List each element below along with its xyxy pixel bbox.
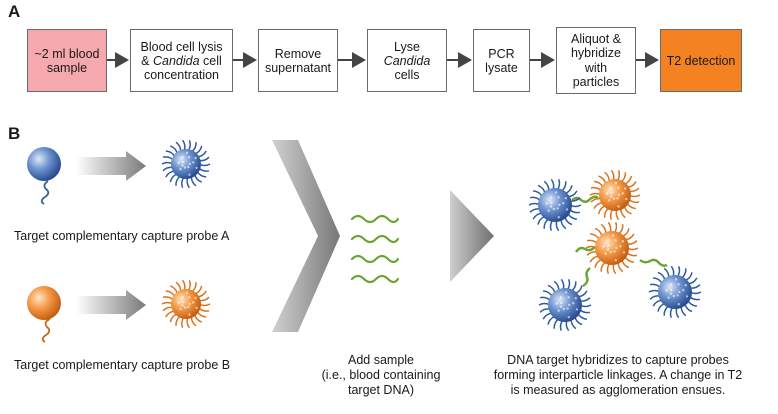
result-caption-line-1: DNA target hybridizes to capture probes bbox=[507, 353, 729, 367]
result-caption-line-3: is measured as agglomeration ensues. bbox=[510, 383, 726, 397]
step-5-line-2: lysate bbox=[485, 60, 518, 75]
step-2-line-2-italic: Candida bbox=[152, 53, 200, 68]
agglomerate-particle-b-2 bbox=[585, 221, 639, 275]
arrow-to-result bbox=[450, 190, 494, 282]
target-dna-strands bbox=[350, 214, 400, 284]
step-6-line-2: hybridize bbox=[570, 46, 622, 60]
step-7-line-1: T2 detection bbox=[666, 53, 736, 68]
agglomerate-particle-a-2 bbox=[538, 278, 592, 332]
step-6-line-4: particles bbox=[572, 75, 620, 89]
step-3-line-1: Remove bbox=[274, 46, 322, 61]
sample-caption-line-1: Add sample bbox=[347, 353, 414, 367]
step-2-line-2a: & bbox=[141, 53, 153, 68]
sample-caption-line-2: (i.e., blood containing bbox=[321, 368, 441, 382]
agglomerate-particle-a-1 bbox=[528, 178, 582, 232]
bead-b bbox=[27, 286, 61, 343]
step-6-line-3: with bbox=[584, 60, 608, 75]
step-6-line-1: Aliquot & bbox=[570, 31, 622, 46]
step-1-line-1: ~2 ml blood bbox=[34, 46, 100, 61]
caption-add-sample: Add sample (i.e., blood containing targe… bbox=[296, 353, 466, 398]
step-4-line-3: cells bbox=[394, 67, 420, 82]
caption-probe-b: Target complementary capture probe B bbox=[14, 358, 231, 372]
step-2-line-1: Blood cell lysis bbox=[140, 39, 223, 54]
step-2-line-3: concentration bbox=[143, 67, 220, 82]
capture-probe-b-particle bbox=[161, 279, 211, 329]
step-4-line-2-italic: Candida bbox=[383, 53, 431, 68]
chevron-brace bbox=[272, 140, 340, 332]
step-3-line-2: supernatant bbox=[264, 60, 332, 75]
step-2-line-2b: cell bbox=[199, 53, 222, 68]
step-1-line-2: sample bbox=[46, 60, 88, 75]
caption-result: DNA target hybridizes to capture probes … bbox=[468, 353, 768, 398]
arrow-probe-b bbox=[76, 290, 146, 320]
step-5-line-1: PCR bbox=[488, 46, 515, 61]
agglomerate-particle-b-1 bbox=[589, 169, 641, 221]
step-t2-detection: T2 detection bbox=[660, 29, 742, 92]
agglomerate-particle-a-3 bbox=[648, 265, 702, 319]
sample-caption-line-3: target DNA) bbox=[348, 383, 414, 397]
bead-a bbox=[27, 147, 61, 205]
panel-a-label: A bbox=[8, 2, 21, 21]
result-caption-line-2: forming interparticle linkages. A change… bbox=[493, 368, 743, 382]
panel-b-label: B bbox=[8, 124, 21, 143]
dna-linkages bbox=[571, 195, 668, 287]
capture-probe-a-particle bbox=[161, 139, 211, 189]
arrow-probe-a bbox=[76, 151, 146, 181]
caption-probe-a: Target complementary capture probe A bbox=[14, 229, 230, 243]
step-4-line-1: Lyse bbox=[394, 39, 420, 54]
